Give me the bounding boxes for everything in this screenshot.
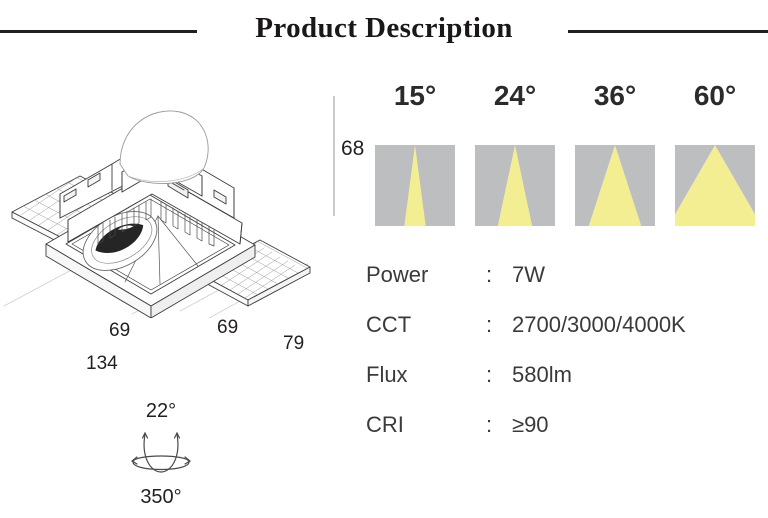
- beam-angle-label: 36°: [593, 80, 637, 111]
- beam-angle-box: [675, 145, 755, 226]
- beam-cone-shape: [675, 145, 755, 226]
- spec-row: CCT : 2700/3000/4000K: [366, 312, 766, 362]
- beam-angle-item-36: 36°: [572, 80, 658, 230]
- spec-value: 2700/3000/4000K: [512, 312, 686, 337]
- rotation-angle-label: 350°: [140, 486, 182, 508]
- dimension-label-width-left: 69: [109, 320, 131, 341]
- vertical-divider: [333, 96, 335, 216]
- dimension-label-depth: 79: [283, 333, 305, 354]
- tilt-rotation-icon: [130, 431, 192, 473]
- height-label: 68: [341, 137, 365, 160]
- spec-colon: :: [486, 412, 493, 437]
- header-rule-left: [0, 30, 197, 33]
- beam-angle-label: 24°: [493, 80, 537, 111]
- beam-angle-item-15: 15°: [372, 80, 458, 230]
- spec-value: 7W: [512, 262, 545, 287]
- tilt-angle-label: 22°: [145, 400, 177, 422]
- beam-angle-box: [575, 145, 655, 226]
- spec-key: Flux: [366, 362, 408, 387]
- beam-angle-box: [375, 145, 455, 226]
- spec-value: 580lm: [512, 362, 572, 387]
- beam-cone-shape: [404, 145, 426, 226]
- beam-angle-label: 60°: [693, 80, 737, 111]
- dimension-label-width-right: 69: [217, 317, 239, 338]
- beam-angle-item-24: 24°: [472, 80, 558, 230]
- specification-list: Power : 7W CCT : 2700/3000/4000K Flux : …: [366, 262, 766, 462]
- page-header: Product Description: [0, 0, 768, 62]
- spec-colon: :: [486, 262, 493, 287]
- drawing-panel: 69 69 79 134 22° 350°: [0, 62, 330, 508]
- dimension-label-overall: 134: [86, 353, 118, 374]
- spec-row: Power : 7W: [366, 262, 766, 312]
- spec-key: Power: [366, 262, 429, 287]
- header-rule-right: [568, 30, 768, 33]
- beam-cone-shape: [588, 145, 642, 226]
- spec-row: CRI : ≥90: [366, 412, 766, 462]
- spec-key: CCT: [366, 312, 412, 337]
- spec-colon: :: [486, 362, 493, 387]
- spec-value: ≥90: [512, 412, 549, 437]
- page-title: Product Description: [255, 12, 513, 44]
- beam-angle-item-60: 60°: [672, 80, 758, 230]
- adjustability-diagram: 22° 350°: [96, 400, 226, 518]
- spec-row: Flux : 580lm: [366, 362, 766, 412]
- beam-angle-label: 15°: [393, 80, 437, 111]
- spec-key: CRI: [366, 412, 404, 437]
- spec-colon: :: [486, 312, 493, 337]
- beam-angle-box: [475, 145, 555, 226]
- beam-angle-row: 15° 24° 36° 60°: [372, 80, 764, 230]
- beam-cone-shape: [497, 145, 533, 226]
- product-line-drawing: [3, 110, 311, 318]
